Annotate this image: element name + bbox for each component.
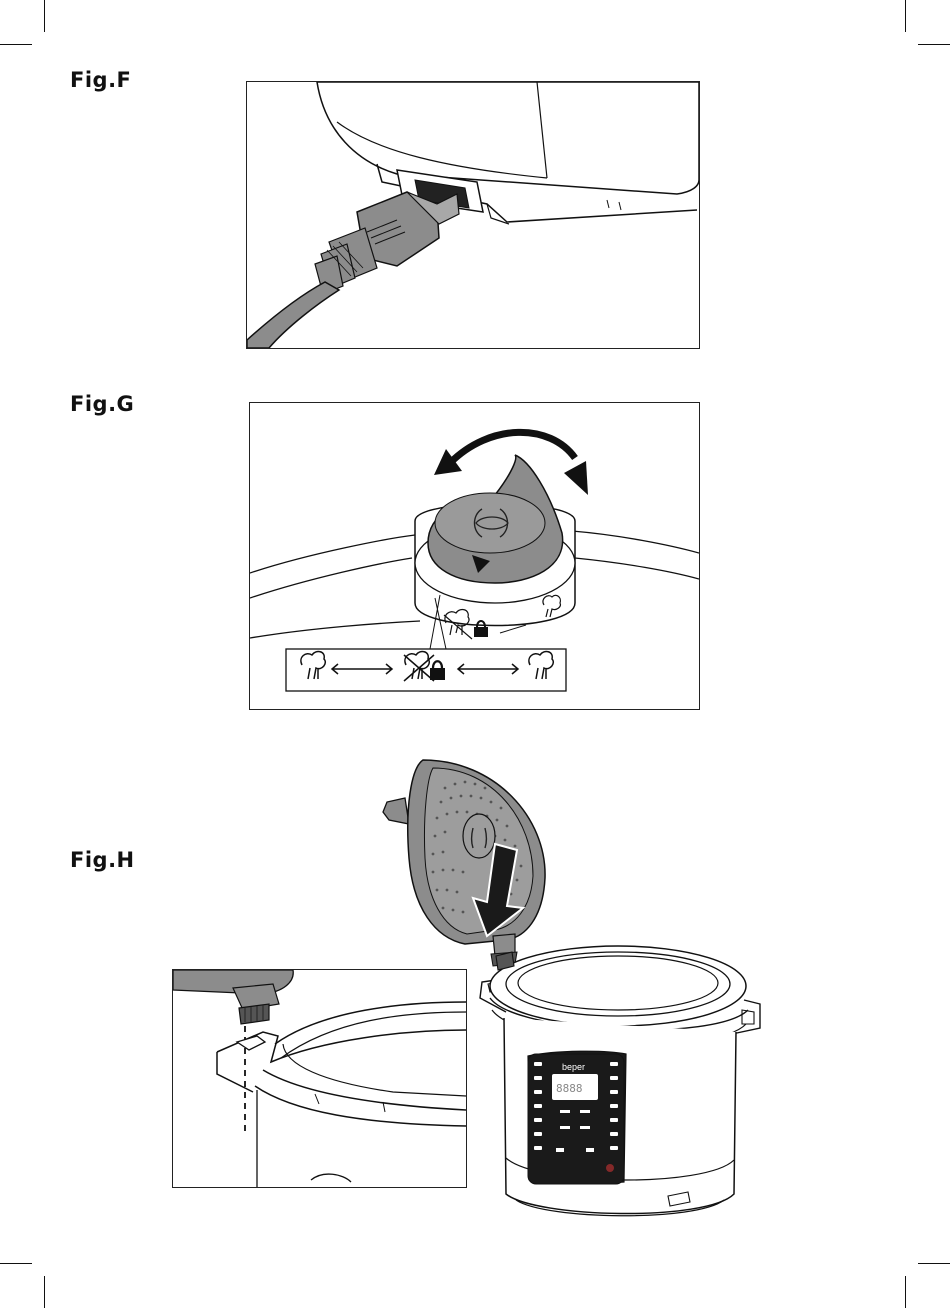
brand-logo: beper bbox=[562, 1062, 585, 1072]
crop-mark-top-left-h bbox=[0, 44, 32, 45]
fig-g-illustration bbox=[249, 402, 700, 710]
fig-h-label: Fig.H bbox=[70, 848, 135, 872]
fig-h-inset-detail bbox=[172, 969, 467, 1188]
fig-h-cooker-illustration: beper 8888 bbox=[476, 938, 776, 1228]
crop-mark-bottom-right-v bbox=[905, 1276, 906, 1308]
fig-g-label: Fig.G bbox=[70, 392, 134, 416]
crop-mark-top-left-v bbox=[44, 0, 45, 32]
display-readout: 8888 bbox=[556, 1082, 583, 1095]
fig-f-illustration bbox=[246, 81, 700, 349]
rotate-arrow-icon bbox=[450, 432, 575, 463]
crop-mark-bottom-left-v bbox=[44, 1276, 45, 1308]
crop-mark-bottom-right-h bbox=[918, 1263, 950, 1264]
crop-mark-top-right-v bbox=[905, 0, 906, 32]
fig-f-label: Fig.F bbox=[70, 68, 131, 92]
crop-mark-bottom-left-h bbox=[0, 1263, 32, 1264]
crop-mark-top-right-h bbox=[918, 44, 950, 45]
